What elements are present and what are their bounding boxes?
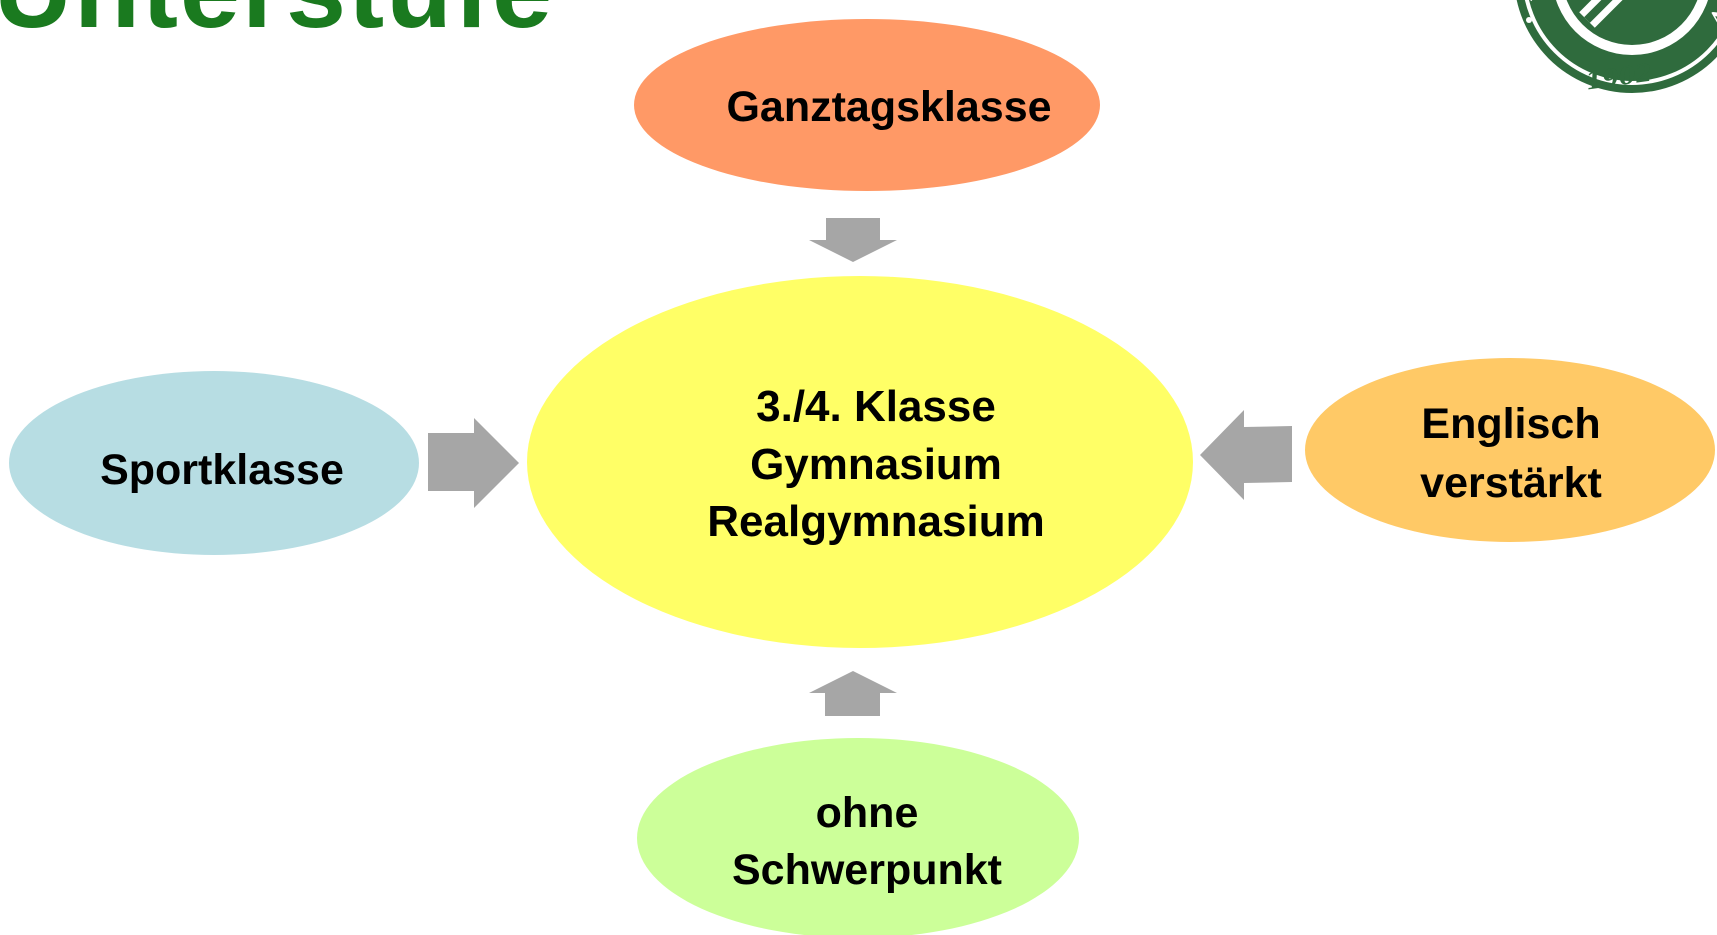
right-node-line-2: verstärkt [1420, 459, 1602, 507]
left-node: Sportklasse [9, 371, 419, 555]
top-node: Ganztagsklasse [634, 19, 1100, 191]
arrow-top-to-center [809, 218, 897, 262]
center-node-line-2: Gymnasium [750, 440, 1002, 489]
page-title: Unterstufe [0, 0, 554, 44]
top-node-label: Ganztagsklasse [726, 83, 1051, 131]
left-node-shape [9, 371, 419, 555]
top-node-shape [634, 19, 1100, 191]
bottom-node-line-2: Schwerpunkt [732, 846, 1002, 894]
right-node-shape [1305, 358, 1715, 542]
arrow-left-to-center [428, 418, 519, 508]
right-node-line-1: Englisch [1421, 400, 1600, 448]
school-crest-icon: B Z 1902 [1514, 0, 1717, 96]
bottom-node: ohne Schwerpunkt [637, 738, 1079, 935]
bottom-node-line-1: ohne [816, 789, 919, 837]
arrow-bottom-to-center [809, 671, 897, 716]
bottom-node-shape [637, 738, 1079, 935]
center-node-line-3: Realgymnasium [707, 497, 1044, 546]
center-node: 3./4. Klasse Gymnasium Realgymnasium [527, 276, 1193, 648]
arrow-right-to-center [1200, 410, 1292, 500]
center-node-shape [527, 276, 1193, 648]
center-node-line-1: 3./4. Klasse [756, 382, 996, 431]
logo-letter-right: Z [1706, 2, 1717, 29]
left-node-label: Sportklasse [100, 446, 344, 494]
right-node: Englisch verstärkt [1305, 358, 1715, 542]
